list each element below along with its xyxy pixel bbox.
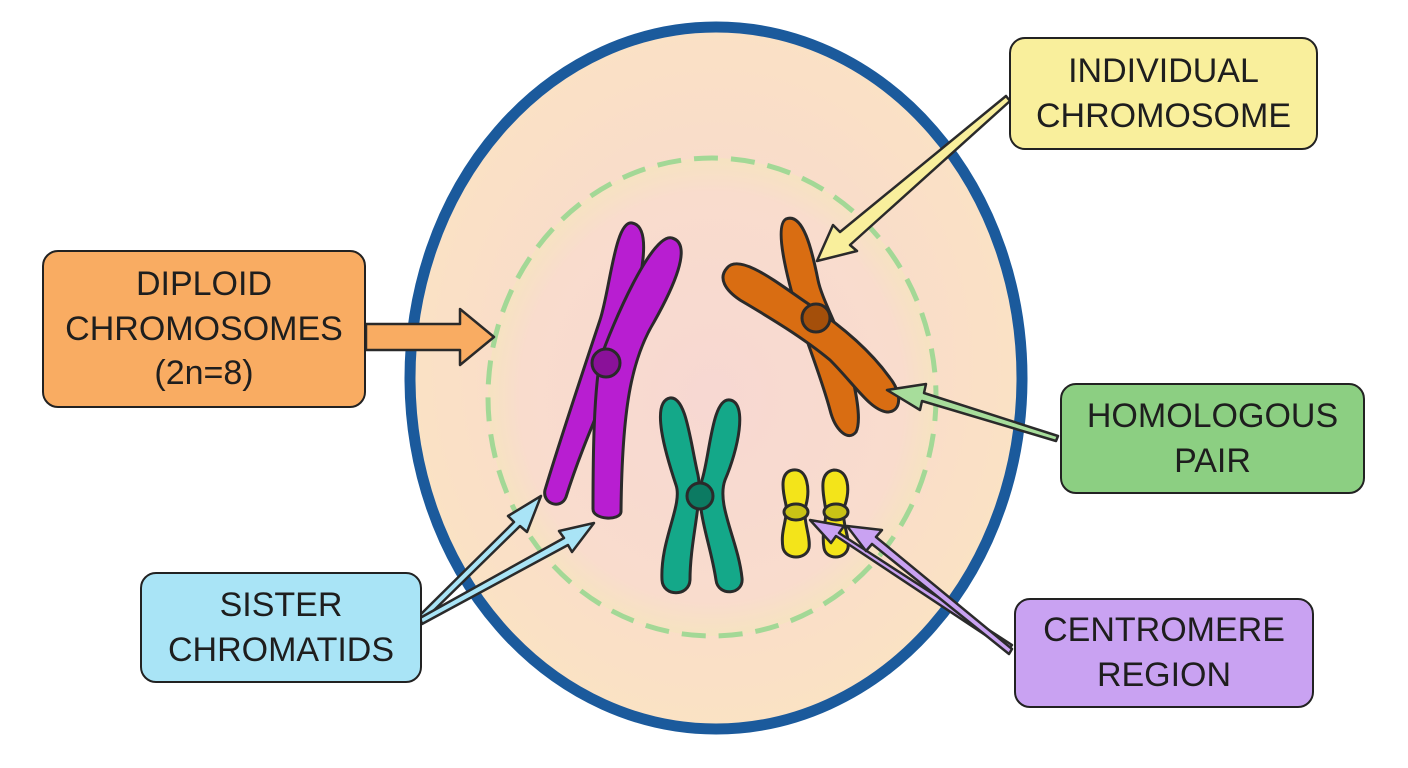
arrow-individual [815, 94, 1012, 263]
label-sister-line-1: SISTER [219, 585, 343, 624]
label-diploid-line-1: DIPLOID [135, 264, 273, 303]
arrow-icon [364, 94, 1060, 656]
centromere-yellow-2 [822, 502, 850, 522]
label-centromere-line-2: REGION [1096, 656, 1232, 694]
label-sister-line-2: CHROMATIDS [167, 630, 395, 669]
label-individual-line-2: CHROMOSOME [1036, 96, 1291, 135]
label-centromere-region: CENTROMERE REGION [1014, 598, 1314, 708]
arrow-sister-1 [416, 494, 543, 624]
label-diploid-chromosomes: DIPLOID CHROMOSOMES (2n=8) [42, 250, 366, 408]
chromatid-teal-right [698, 398, 744, 594]
arrow-homologous [885, 382, 1060, 443]
chromosome-orange [721, 216, 901, 438]
label-individual-line-1: INDIVIDUAL [1068, 51, 1259, 90]
label-diploid-line-2: CHROMOSOMES [65, 309, 343, 348]
centromere-orange [800, 302, 832, 334]
chromatid-teal-left [658, 396, 701, 595]
chromatid-purple-right [591, 236, 683, 520]
chromatid-orange-b [721, 262, 901, 414]
arrow-centromere-2 [845, 524, 1014, 656]
centromere-purple [590, 347, 622, 379]
label-diploid-line-3: (2n=8) [154, 354, 254, 393]
chromosome-purple [543, 221, 683, 520]
arrow-sister-2 [418, 521, 596, 626]
label-homologous-line-2: PAIR [1174, 441, 1251, 480]
centromere-yellow-1 [782, 502, 810, 522]
chromosome-teal [658, 396, 744, 595]
label-sister-chromatids: SISTER CHROMATIDS [140, 572, 422, 683]
label-homologous-pair: HOMOLOGOUS PAIR [1060, 383, 1365, 494]
arrow-diploid [364, 307, 496, 367]
label-homologous-line-1: HOMOLOGOUS [1086, 396, 1339, 435]
cell-membrane [404, 21, 1028, 735]
centromere-teal [685, 481, 715, 511]
label-individual-chromosome: INDIVIDUAL CHROMOSOME [1009, 37, 1318, 150]
label-centromere-line-1: CENTROMERE [1043, 611, 1285, 650]
